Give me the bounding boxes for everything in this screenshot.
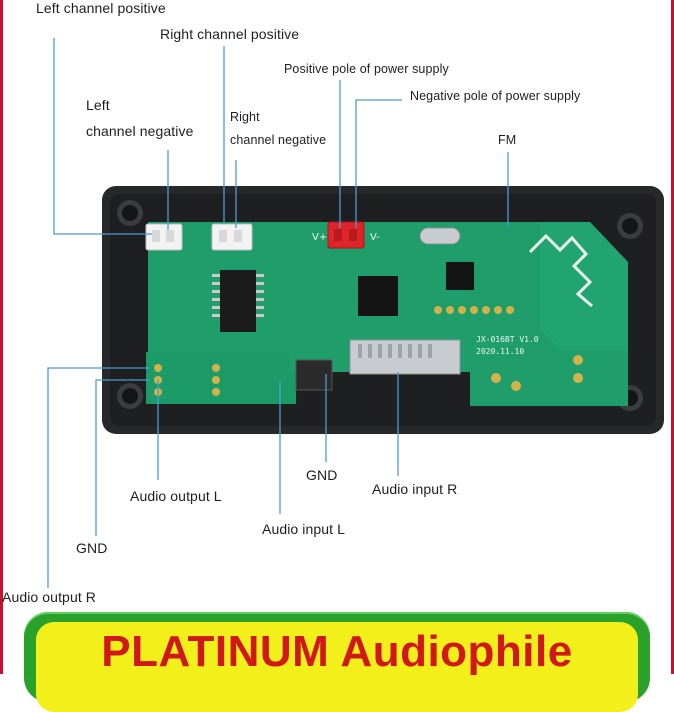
pcb-date-text: 2020.11.10 — [476, 347, 524, 356]
amplifier-chip — [220, 270, 256, 332]
label-left-channel-negative-line2: channel negative — [86, 123, 194, 139]
right-speaker-connector — [211, 223, 253, 251]
banner-title: PLATINUM Audiophile — [101, 627, 573, 676]
audio-io-board — [146, 352, 296, 404]
v-plus-label: V+ — [312, 232, 327, 243]
label-right-channel-negative-line1: Right — [230, 110, 260, 124]
label-gnd-left: GND — [76, 540, 108, 556]
label-left-channel-negative-line1: Left — [86, 97, 110, 113]
label-fm: FM — [498, 133, 517, 147]
label-right-channel-negative: Right channel negative — [230, 106, 326, 152]
label-audio-output-r: Audio output R — [2, 589, 97, 605]
label-audio-input-r: Audio input R — [372, 481, 458, 497]
label-left-channel-positive: Left channel positive — [36, 0, 166, 16]
antenna-trace — [528, 233, 593, 308]
fm-chip — [446, 262, 474, 290]
crystal — [419, 227, 461, 245]
label-negative-pole: Negative pole of power supply — [410, 89, 581, 103]
label-left-channel-negative: Left channel negative — [86, 92, 193, 144]
label-right-channel-negative-line2: channel negative — [230, 133, 327, 147]
power-connector — [327, 221, 365, 249]
bluetooth-chip — [358, 276, 398, 316]
leader-lines — [47, 38, 509, 588]
label-audio-output-l: Audio output L — [130, 488, 222, 504]
label-gnd-center: GND — [306, 467, 338, 483]
frame-edge-left — [0, 0, 3, 674]
left-speaker-connector — [145, 223, 183, 251]
label-right-channel-positive: Right channel positive — [160, 26, 300, 42]
label-audio-input-l: Audio input L — [262, 521, 346, 537]
pcb-model-text: JX-016BT V1.0 — [476, 335, 539, 344]
label-positive-pole: Positive pole of power supply — [284, 62, 449, 76]
card-slot — [349, 339, 461, 375]
frame-edge-right — [671, 0, 674, 674]
v-minus-label: V- — [370, 232, 380, 243]
module-diagram: V+ V- JX-016BT V1.0 2020.11.10 — [47, 38, 664, 588]
